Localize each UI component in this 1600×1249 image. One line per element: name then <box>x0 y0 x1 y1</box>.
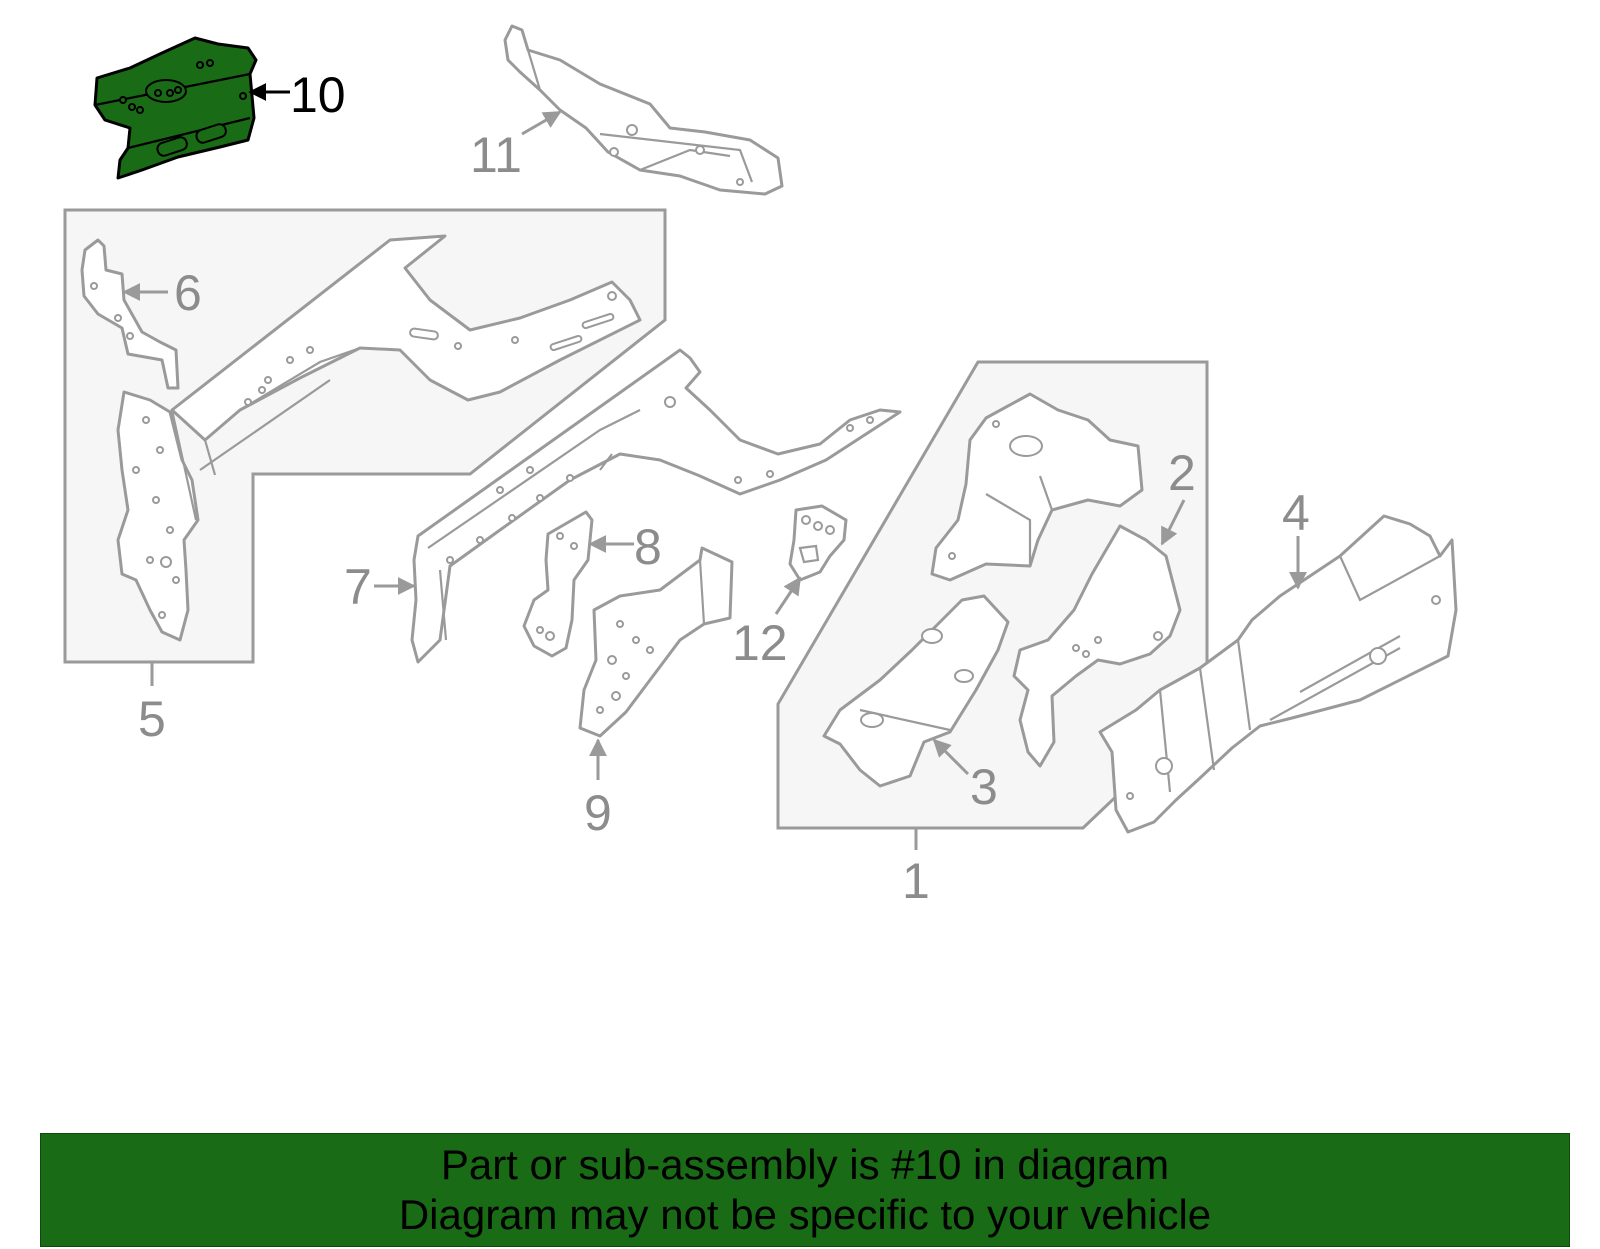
part-8 <box>522 510 594 658</box>
callout-7: 7 <box>344 559 372 615</box>
callout-3: 3 <box>970 759 998 815</box>
callout-6: 6 <box>174 265 202 321</box>
callout-1: 1 <box>902 853 930 909</box>
callout-5: 5 <box>138 691 166 747</box>
callout-2: 2 <box>1168 445 1196 501</box>
part-4 <box>1098 514 1458 834</box>
part-12 <box>788 504 848 582</box>
part-11 <box>503 24 784 196</box>
info-banner: Part or sub-assembly is #10 in diagram D… <box>40 1133 1570 1247</box>
leader-2 <box>1160 499 1186 546</box>
callout-11: 11 <box>470 127 522 183</box>
part-1-upper <box>930 392 1144 582</box>
banner-line-part: Part or sub-assembly is #10 in diagram <box>440 1141 1170 1188</box>
callout-8: 8 <box>634 519 662 575</box>
part-2 <box>1012 524 1182 768</box>
leader-3 <box>932 738 970 776</box>
callout-12: 12 <box>732 615 788 671</box>
leader-12 <box>774 576 802 615</box>
part-5 <box>116 234 642 642</box>
part-10-highlighted[interactable] <box>93 36 258 180</box>
callout-10[interactable]: 10 <box>290 67 346 123</box>
part-6 <box>80 238 180 390</box>
part-7 <box>410 348 902 664</box>
part-3 <box>822 594 1010 788</box>
callout-9: 9 <box>584 785 612 841</box>
banner-line-disclaimer: Diagram may not be specific to your vehi… <box>398 1191 1212 1238</box>
part-9 <box>578 546 734 738</box>
leader-11 <box>521 110 562 136</box>
callout-4: 4 <box>1282 485 1310 541</box>
